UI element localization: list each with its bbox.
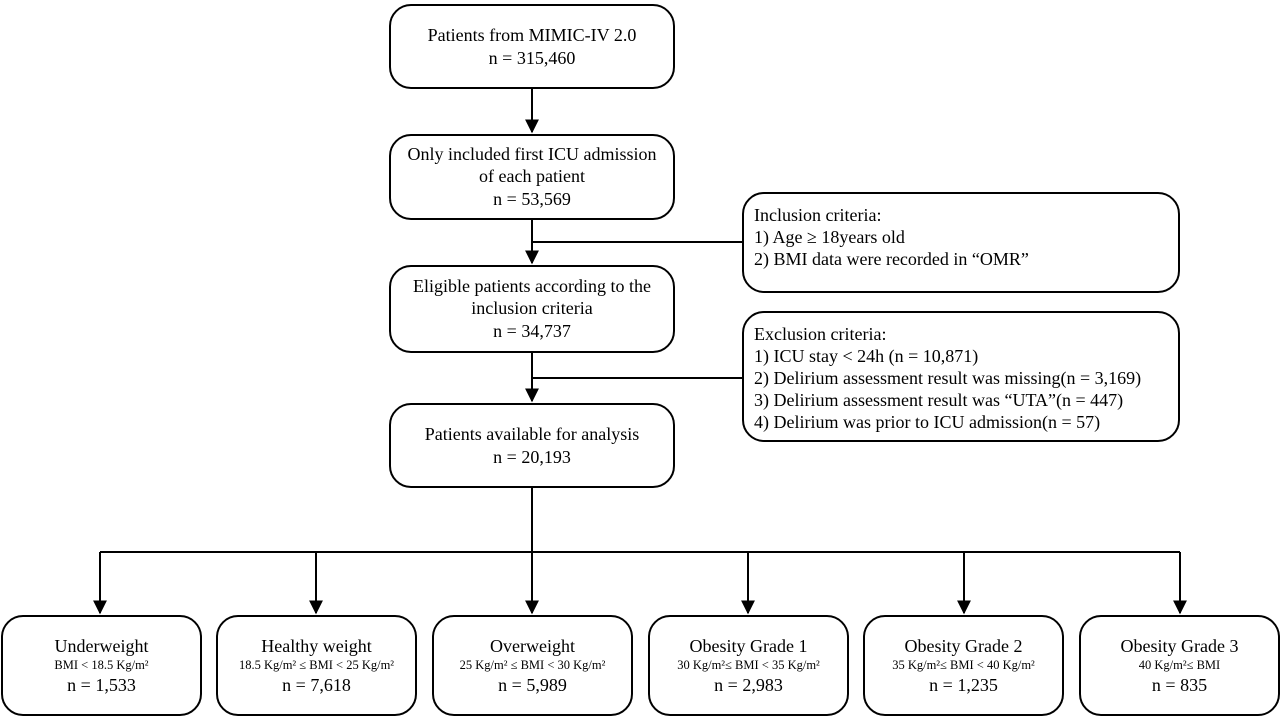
- group-criteria: 18.5 Kg/m² ≤ BMI < 25 Kg/m²: [238, 657, 395, 672]
- first-icu-box: Only included first ICU admission of eac…: [389, 134, 675, 220]
- group-criteria: 30 Kg/m²≤ BMI < 35 Kg/m²: [677, 657, 820, 672]
- analysis-patients-box: Patients available for analysis n = 20,1…: [389, 403, 675, 488]
- group-count: n = 1,235: [929, 674, 998, 695]
- exclusion-item: 4) Delirium was prior to ICU admission(n…: [754, 412, 1101, 432]
- inclusion-criteria-box: Inclusion criteria: 1) Age ≥ 18years old…: [742, 192, 1180, 293]
- group-obesity-grade-2-box: Obesity Grade 2 35 Kg/m²≤ BMI < 40 Kg/m²…: [863, 615, 1064, 716]
- eligible-patients-box: Eligible patients according to the inclu…: [389, 265, 675, 353]
- group-overweight-box: Overweight 25 Kg/m² ≤ BMI < 30 Kg/m² n =…: [432, 615, 633, 716]
- eligible-title-line2: inclusion criteria: [471, 298, 593, 318]
- inclusion-heading: Inclusion criteria:: [754, 205, 882, 225]
- group-count: n = 5,989: [498, 674, 567, 695]
- group-criteria: BMI < 18.5 Kg/m²: [54, 657, 149, 672]
- group-obesity-grade-1-box: Obesity Grade 1 30 Kg/m²≤ BMI < 35 Kg/m²…: [648, 615, 849, 716]
- eligible-title-line1: Eligible patients according to the: [413, 276, 651, 296]
- group-name: Underweight: [54, 635, 149, 656]
- eligible-count: n = 34,737: [493, 321, 571, 341]
- group-healthy-weight-box: Healthy weight 18.5 Kg/m² ≤ BMI < 25 Kg/…: [216, 615, 417, 716]
- group-obesity-grade-3-box: Obesity Grade 3 40 Kg/m²≤ BMI n = 835: [1079, 615, 1280, 716]
- exclusion-heading: Exclusion criteria:: [754, 324, 887, 344]
- source-title: Patients from MIMIC-IV 2.0: [427, 24, 637, 45]
- group-name: Obesity Grade 2: [904, 635, 1023, 656]
- group-name: Obesity Grade 1: [689, 635, 808, 656]
- inclusion-item: 2) BMI data were recorded in “OMR”: [754, 249, 1029, 269]
- exclusion-item: 3) Delirium assessment result was “UTA”(…: [754, 390, 1124, 410]
- first-icu-title-line2: of each patient: [479, 166, 585, 186]
- group-underweight-box: Underweight BMI < 18.5 Kg/m² n = 1,533: [1, 615, 202, 716]
- group-count: n = 1,533: [67, 674, 136, 695]
- group-criteria: 40 Kg/m²≤ BMI: [1138, 657, 1221, 672]
- group-criteria: 25 Kg/m² ≤ BMI < 30 Kg/m²: [459, 657, 606, 672]
- source-count: n = 315,460: [488, 47, 576, 68]
- inclusion-item: 1) Age ≥ 18years old: [754, 227, 905, 247]
- analysis-title: Patients available for analysis: [424, 423, 640, 444]
- group-name: Obesity Grade 3: [1120, 635, 1239, 656]
- exclusion-item: 2) Delirium assessment result was missin…: [754, 368, 1142, 388]
- group-count: n = 835: [1151, 674, 1208, 695]
- first-icu-count: n = 53,569: [493, 189, 571, 209]
- group-count: n = 2,983: [714, 674, 783, 695]
- source-patients-box: Patients from MIMIC-IV 2.0 n = 315,460: [389, 4, 675, 89]
- group-name: Overweight: [490, 635, 575, 656]
- group-count: n = 7,618: [282, 674, 351, 695]
- group-name: Healthy weight: [261, 635, 372, 656]
- exclusion-criteria-box: Exclusion criteria: 1) ICU stay < 24h (n…: [742, 311, 1180, 442]
- exclusion-item: 1) ICU stay < 24h (n = 10,871): [754, 346, 979, 366]
- first-icu-title-line1: Only included first ICU admission: [407, 144, 657, 164]
- group-criteria: 35 Kg/m²≤ BMI < 40 Kg/m²: [892, 657, 1035, 672]
- analysis-count: n = 20,193: [493, 446, 571, 467]
